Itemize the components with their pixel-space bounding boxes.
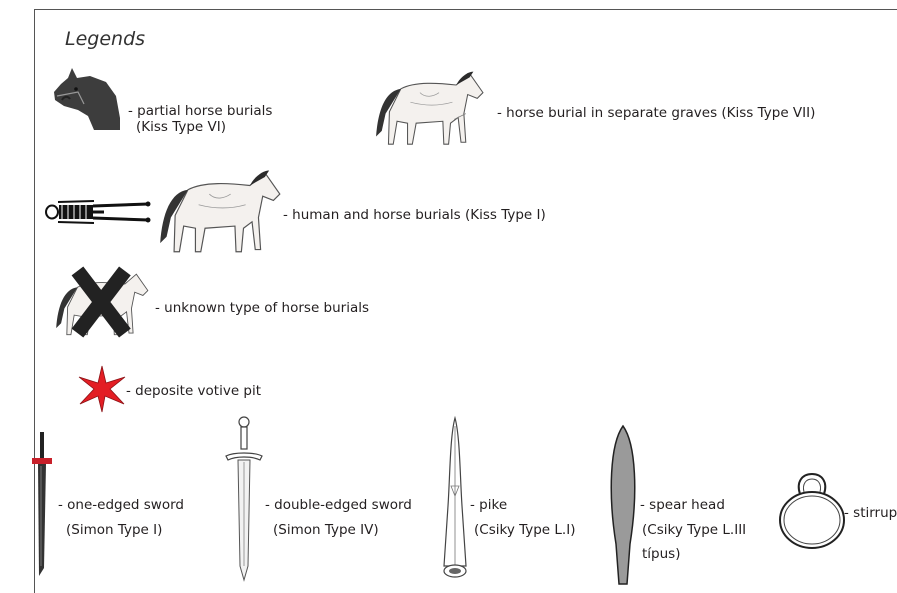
pike-label-1: - pike [470, 495, 507, 515]
pike-icon [440, 416, 470, 582]
stirrup-label: - stirrup [844, 503, 897, 523]
unknown-label: - unknown type of horse burials [155, 298, 369, 318]
spear-head-label-1: - spear head [640, 495, 725, 515]
separate-graves-label: - horse burial in separate graves (Kiss … [497, 103, 815, 123]
double-edged-sword-label-1: - double-edged sword [265, 495, 412, 515]
red-star-icon [77, 366, 127, 412]
horse-head-icon [50, 66, 122, 132]
stirrup-icon [776, 470, 848, 552]
partial-horse-label-2: (Kiss Type VI) [136, 117, 226, 137]
horse-icon [372, 64, 487, 148]
crossed-horse-icon [52, 266, 152, 338]
pike-label-2: (Csiky Type L.I) [474, 520, 575, 540]
one-edged-sword-icon [30, 430, 54, 578]
votive-pit-label: - deposite votive pit [126, 381, 261, 401]
human-horse-label: - human and horse burials (Kiss Type I) [283, 205, 546, 225]
one-edged-sword-label-1: - one-edged sword [58, 495, 184, 515]
spear-head-label-3: típus) [642, 544, 680, 564]
frame-top-border [34, 9, 897, 10]
skeleton-icon [44, 198, 152, 226]
one-edged-sword-label-2: (Simon Type I) [66, 520, 162, 540]
legend-title: Legends [65, 28, 145, 50]
spear-head-icon [606, 424, 640, 586]
double-edged-sword-icon [224, 416, 264, 582]
spear-head-label-2: (Csiky Type L.III [642, 520, 746, 540]
horse-icon [155, 162, 285, 256]
double-edged-sword-label-2: (Simon Type IV) [273, 520, 379, 540]
